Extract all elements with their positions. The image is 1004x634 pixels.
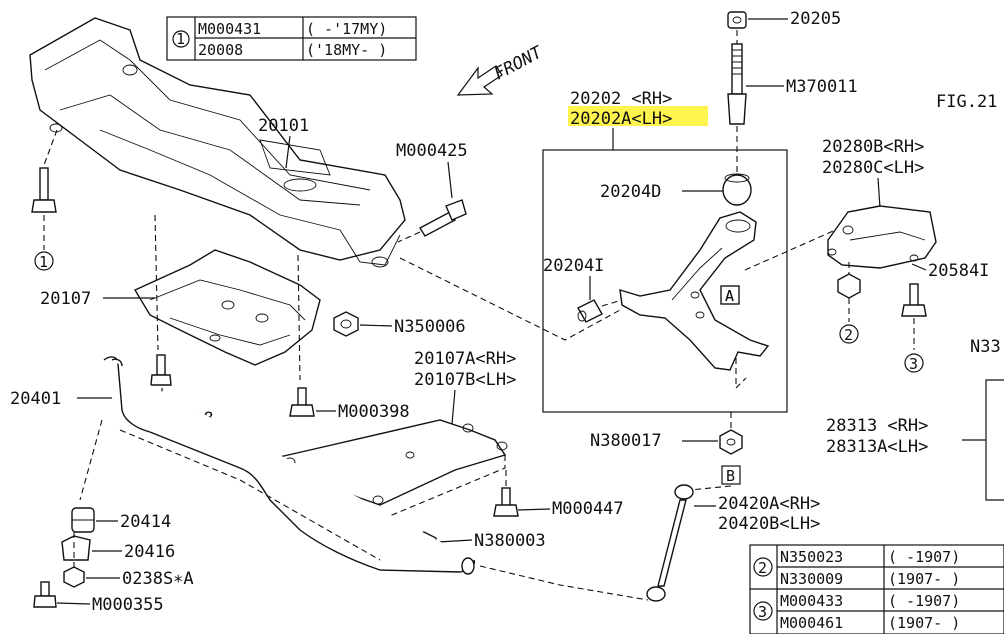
bushing-20204i [577,299,603,323]
nut-n380017 [719,412,743,455]
nut-n350006 [333,311,359,337]
callout-box-b-label: B [726,467,735,485]
label-m370011: M370011 [786,77,858,97]
lower-arm-drawing [619,211,770,390]
label-20107b: 20107B<LH> [414,370,516,390]
callout-1-marker [172,30,190,48]
bushing-20204d [722,173,752,206]
front-arrow: FRONT [456,42,547,96]
label-20280b: 20280B<RH> [822,137,924,157]
bottom-table-row-4-part: M000461 [780,614,843,632]
top-table-row-1-applicability: ( -'17MY) [306,20,387,38]
top-table-row-2-part: 20008 [198,41,243,59]
label-20107a: 20107A<RH> [414,349,516,369]
figure-ref: FIG.21 [936,92,997,112]
front-label: FRONT [491,42,547,85]
callout-box-a [720,285,740,305]
label-m000355: M000355 [92,595,164,615]
bottom-table-row-2-part: N330009 [780,570,843,588]
label-0238s: 0238S∗A [122,569,194,589]
top-table-row-1-part: M000431 [198,20,261,38]
label-20401: 20401 [10,389,61,409]
bottom-table-row-3-applicability: ( -1907) [888,592,960,610]
label-m000447: M000447 [552,499,624,519]
label-n350006: N350006 [394,317,466,337]
ball-joint-m370011 [727,30,747,172]
callout-box-a-inner-label: A [725,287,734,305]
callout-3 [904,353,924,373]
label-20101: 20101 [258,116,309,136]
bottom-table-row-2-applicability: (1907- ) [888,570,960,588]
highlight-20202a [568,106,708,126]
label-m000425: M000425 [396,141,468,161]
bottom-table-row-1-applicability: ( -1907) [888,548,960,566]
bottom-table-group-1-marker: 2 [758,559,767,577]
bolt-m000398-b [289,387,315,417]
bolt-m000398-a [150,354,172,386]
label-20107: 20107 [40,289,91,309]
callout-2-label: 2 [844,326,853,344]
label-20414: 20414 [120,512,171,532]
bottom-table-row-1-part: N350023 [780,548,843,566]
bottom-table-row-3-part: M000433 [780,592,843,610]
callout-1 [34,251,54,271]
label-20584: 20584I [928,261,989,281]
label-28313a: 28313A<LH> [826,437,928,457]
label-20420b: 20420B<LH> [718,514,820,534]
bottom-table-group-2-marker: 3 [758,603,767,621]
label-20204i: 20204I [543,256,604,276]
bushing-20414 [71,507,95,533]
callout-box-a-label: A [725,287,734,305]
label-28313: 28313 <RH> [826,416,928,436]
bolt-m000355 [33,581,57,608]
callout-2 [839,324,859,344]
lower-arm-group-box [542,149,788,413]
plate-20107-drawing [133,249,321,366]
nut-callout-2 [837,262,861,322]
top-table: 1 M000431 ( -'17MY) 20008 ('18MY- ) [166,16,417,61]
bottom-table-row-4-applicability: (1907- ) [888,614,960,632]
label-20420a: 20420A<RH> [718,494,820,514]
bottom-table: 2 3 N350023 ( -1907) N330009 (1907- ) M0… [749,544,1004,634]
callout-3-label: 3 [909,355,918,373]
bolt-m000425 [397,199,467,243]
top-table-marker: 1 [176,30,185,48]
label-n380017: N380017 [590,431,662,451]
nut-20205 [727,11,747,29]
bracket-20416 [61,535,91,561]
stabilizer-20401-drawing [79,356,476,575]
subframe-bolt-left [31,129,58,250]
label-20416: 20416 [124,542,175,562]
bracket-20280-drawing [827,205,937,269]
label-20280c: 20280C<LH> [822,158,924,178]
label-n33: N33 [970,337,1001,357]
nut-0238s [63,566,85,588]
front-subframe-drawing [29,17,406,268]
top-table-row-2-applicability: ('18MY- ) [306,41,387,59]
label-m000398-b: M000398 [338,402,410,422]
bolt-m000447 [493,487,519,517]
bolt-callout-3 [901,283,927,350]
label-20202-rh: 20202 <RH> [570,89,672,109]
label-20202a-lh: 20202A<LH> [570,109,672,129]
callout-1-label: 1 [39,253,48,271]
label-n380003: N380003 [474,531,546,551]
label-20205: 20205 [790,9,841,29]
label-20204d: 20204D [600,182,661,202]
stabilizer-link-20420-drawing [479,484,694,602]
callout-box-b [721,465,741,485]
